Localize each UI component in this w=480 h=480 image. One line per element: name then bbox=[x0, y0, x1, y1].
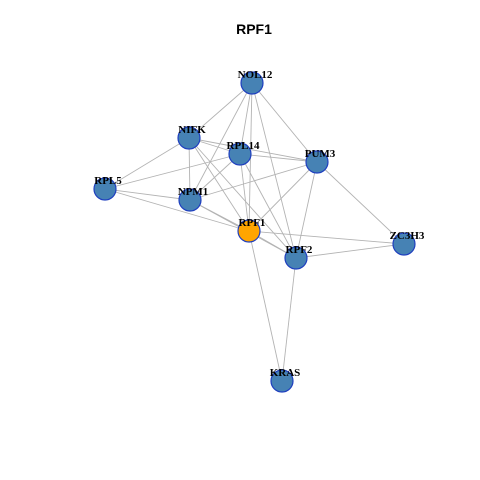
edge-nifk-rpf1 bbox=[188, 137, 250, 232]
edge-pum3-rpf1 bbox=[248, 161, 318, 232]
edge-nifk-rpl5 bbox=[104, 137, 190, 190]
edge-pum3-rpf2 bbox=[295, 161, 318, 259]
edge-rpl14-rpf2 bbox=[239, 153, 297, 259]
node-label: NOL12 bbox=[238, 69, 273, 81]
node-rpf1: RPF1 bbox=[237, 217, 266, 243]
edge-pum3-zc3h3 bbox=[316, 161, 405, 245]
edge-nol12-rpf2 bbox=[251, 82, 297, 259]
edge-nol12-nifk bbox=[188, 82, 253, 139]
edge-rpl14-rpf1 bbox=[239, 153, 250, 232]
node-label: RPL14 bbox=[227, 140, 261, 152]
node-circle bbox=[93, 177, 117, 201]
node-circle bbox=[237, 219, 261, 243]
node-label: KRAS bbox=[270, 367, 301, 379]
node-label: ZC3H3 bbox=[390, 230, 425, 242]
edge-nifk-pum3 bbox=[188, 137, 318, 163]
edge-rpl14-pum3 bbox=[239, 153, 318, 163]
node-pum3: PUM3 bbox=[305, 148, 336, 174]
node-nifk: NIFK bbox=[177, 124, 206, 150]
node-label: RPF1 bbox=[239, 217, 266, 229]
edge-rpl5-rpf1 bbox=[104, 188, 250, 232]
node-label: NPM1 bbox=[178, 186, 209, 198]
node-circle bbox=[228, 142, 252, 166]
plot-title: RPF1 bbox=[236, 21, 272, 37]
edge-rpf2-kras bbox=[281, 257, 297, 382]
edge-pum3-npm1 bbox=[189, 161, 318, 201]
edge-layer bbox=[104, 82, 405, 382]
node-zc3h3: ZC3H3 bbox=[390, 230, 425, 256]
node-circle bbox=[178, 188, 202, 212]
node-npm1: NPM1 bbox=[178, 186, 209, 212]
edge-rpf1-zc3h3 bbox=[248, 230, 405, 245]
node-circle bbox=[177, 126, 201, 150]
node-label: RPL5 bbox=[94, 175, 122, 187]
edge-rpf1-kras bbox=[248, 230, 283, 382]
edge-rpl5-npm1 bbox=[104, 188, 191, 201]
node-rpl5: RPL5 bbox=[93, 175, 122, 201]
edge-nol12-npm1 bbox=[189, 82, 253, 201]
node-label: RPF2 bbox=[286, 244, 313, 256]
node-circle bbox=[270, 369, 294, 393]
node-circle bbox=[240, 71, 264, 95]
node-kras: KRAS bbox=[270, 367, 301, 393]
edge-nifk-rpf2 bbox=[188, 137, 297, 259]
node-circle bbox=[284, 246, 308, 270]
node-label: PUM3 bbox=[305, 148, 336, 160]
node-circle bbox=[305, 150, 329, 174]
node-rpl14: RPL14 bbox=[227, 140, 261, 166]
edge-rpf2-zc3h3 bbox=[295, 243, 405, 259]
edge-nol12-rpl14 bbox=[239, 82, 253, 155]
node-label: NIFK bbox=[178, 124, 206, 136]
node-rpf2: RPF2 bbox=[284, 244, 313, 270]
node-circle bbox=[392, 232, 416, 256]
edge-nol12-pum3 bbox=[251, 82, 318, 163]
edge-rpl14-rpl5 bbox=[104, 153, 241, 190]
node-nol12: NOL12 bbox=[238, 69, 273, 95]
